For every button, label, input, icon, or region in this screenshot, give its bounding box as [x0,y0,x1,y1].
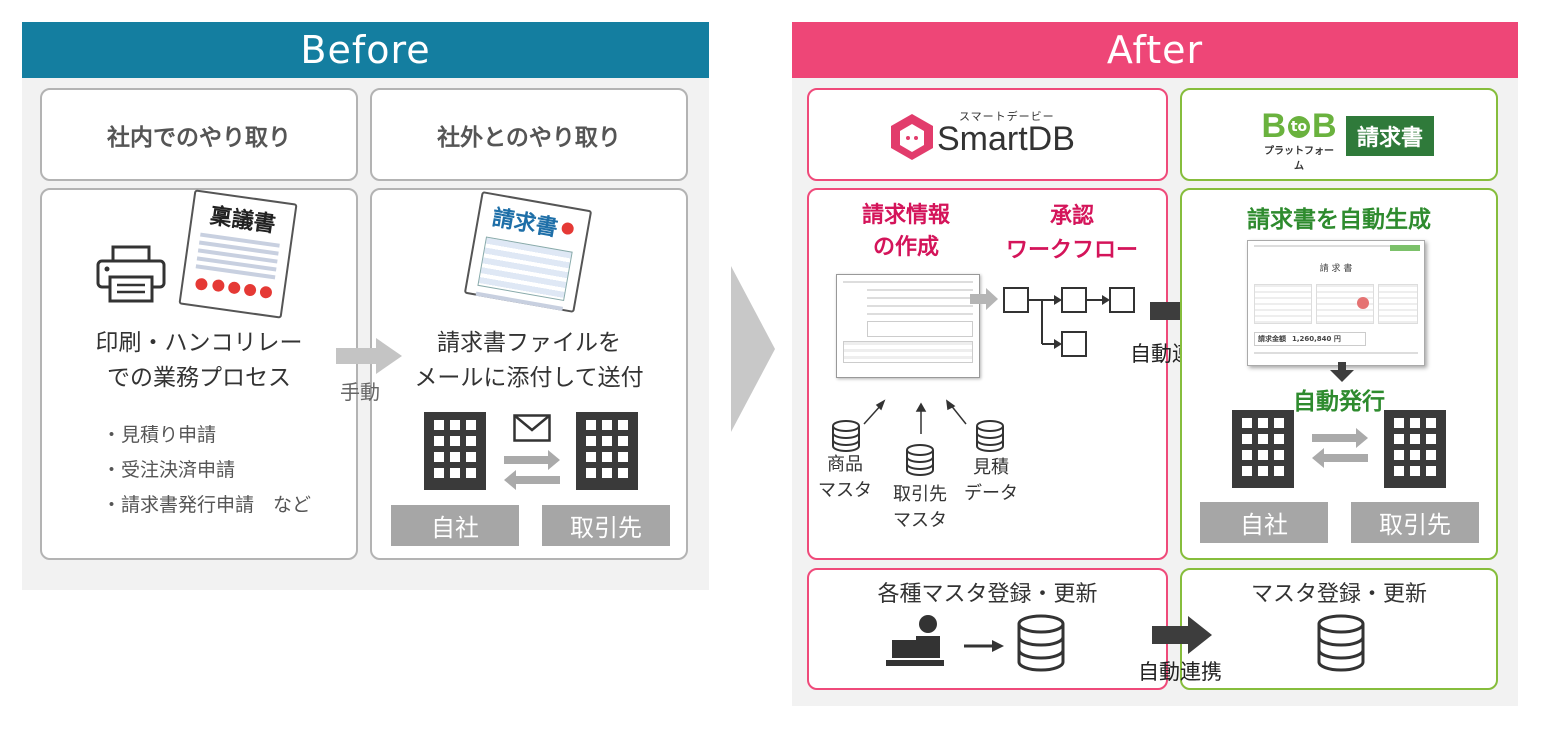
btob-invoice-badge: 請求書 [1346,116,1434,156]
form-screenshot [836,274,980,378]
chevron-right-icon [731,266,775,432]
btob-logo: B to B プラットフォーム [1260,107,1338,172]
create-info-line2: の作成 [872,235,939,260]
internal-title-box: 社内でのやり取り [40,88,358,181]
estimate-data-db-icon [976,420,1004,452]
invoice-preview-title: 請 求 書 [1319,264,1353,274]
partner-master-label: 取引先 マスタ [887,482,953,534]
person-at-computer-icon [886,615,944,666]
down-arrow-icon [1330,362,1354,382]
approval-line1: 承認 [1049,204,1094,229]
own-company-building-icon [424,412,486,490]
own-company-label-after: 自社 [1200,502,1328,543]
external-title: 社外とのやり取り [437,124,621,151]
mail-icon [513,414,551,442]
before-title: Before [300,28,431,72]
smartdb-name: SmartDB [937,120,1075,158]
partner-master-db-icon [906,444,934,476]
internal-title: 社内でのやり取り [107,124,291,151]
internal-desc-line1: 印刷・ハンコリレー [95,330,303,356]
btob-b1: B [1261,107,1286,145]
approval-line2: ワークフロー [1005,238,1138,263]
estimate-data-line2: データ [964,483,1018,504]
auto-link-label-2: 自動連携 [1138,660,1222,684]
internal-desc-line2: での業務プロセス [107,365,291,391]
product-master-line1: 商品 [827,454,863,475]
exchange-arrows-icon [504,450,560,490]
invoice-document-label: 請求書 [490,205,560,242]
exchange-arrows-icon-after [1312,428,1368,468]
btob-to: to [1288,116,1310,138]
own-company-building-icon-after [1232,410,1294,488]
external-title-box: 社外とのやり取り [370,88,688,181]
approval-document-icon: 稟議書 [178,189,298,319]
partner-building-icon-after [1384,410,1446,488]
own-company-label: 自社 [391,505,519,546]
partner-master-line2: マスタ [893,510,947,531]
btob-platform: プラットフォーム [1264,146,1334,172]
database-icon-left [1017,614,1065,672]
auto-link-arrow-icon-2 [1152,616,1212,654]
data-input-arrows [863,399,967,434]
internal-desc: 印刷・ハンコリレー での業務プロセス [40,326,358,396]
list-item: ・受注決済申請 [102,459,236,481]
workflow-diagram [970,287,1135,357]
external-desc-line1: 請求書ファイルを [437,330,621,356]
estimate-data-line1: 見積 [973,457,1009,478]
create-info-line1: 請求情報 [861,203,950,228]
btob-invoice-label: 請求書 [1356,126,1423,151]
invoice-amount-label: 請求金額 [1258,335,1286,343]
invoice-document-icon: 請求書 [463,191,593,313]
external-desc: 請求書ファイルを メールに添付して送付 [370,326,688,396]
right-arrow-icon [964,640,1004,652]
invoice-amount-value: 1,260,840 円 [1292,335,1341,343]
list-item: ・請求書発行申請 など [102,494,312,516]
product-master-db-icon [832,420,860,452]
invoice-preview: 請 求 書 請求金額 1,260,840 円 [1247,240,1425,366]
product-master-label: 商品 マスタ [812,452,878,504]
auto-generate-label: 請求書を自動生成 [1247,207,1431,233]
partner-master-line1: 取引先 [893,484,947,505]
after-title: After [1106,28,1204,72]
manual-label: 手動 [340,380,380,404]
btob-b2: B [1312,107,1337,145]
process-list: ・見積り申請 ・受注決済申請 ・請求書発行申請 など [102,418,311,523]
smartdb-logo-box: スマートデービー SmartDB [807,88,1168,181]
before-header: Before [22,22,709,78]
after-header: After [792,22,1518,78]
list-item: ・見積り申請 [102,424,217,446]
product-master-line2: マスタ [818,480,872,501]
master-reg-right-label: マスタ登録・更新 [1250,582,1427,607]
btob-logo-box: B to B プラットフォーム 請求書 [1180,88,1498,181]
printer-icon [96,245,166,303]
create-invoice-info: 請求情報 の作成 [846,200,966,264]
estimate-data-label: 見積 データ [958,455,1024,507]
approval-workflow: 承認 ワークフロー [990,200,1154,268]
external-desc-line2: メールに添付して送付 [414,365,644,391]
smartdb-logo-icon [891,114,933,160]
master-reg-left-label: 各種マスタ登録・更新 [877,582,1098,607]
database-icon-right [1317,614,1365,672]
smartdb-kana: スマートデービー [959,110,1055,123]
partner-label-after: 取引先 [1351,502,1479,543]
manual-arrow-icon [336,338,402,374]
partner-label: 取引先 [542,505,670,546]
partner-building-icon [576,412,638,490]
auto-issue-label: 自動発行 [1293,389,1385,415]
